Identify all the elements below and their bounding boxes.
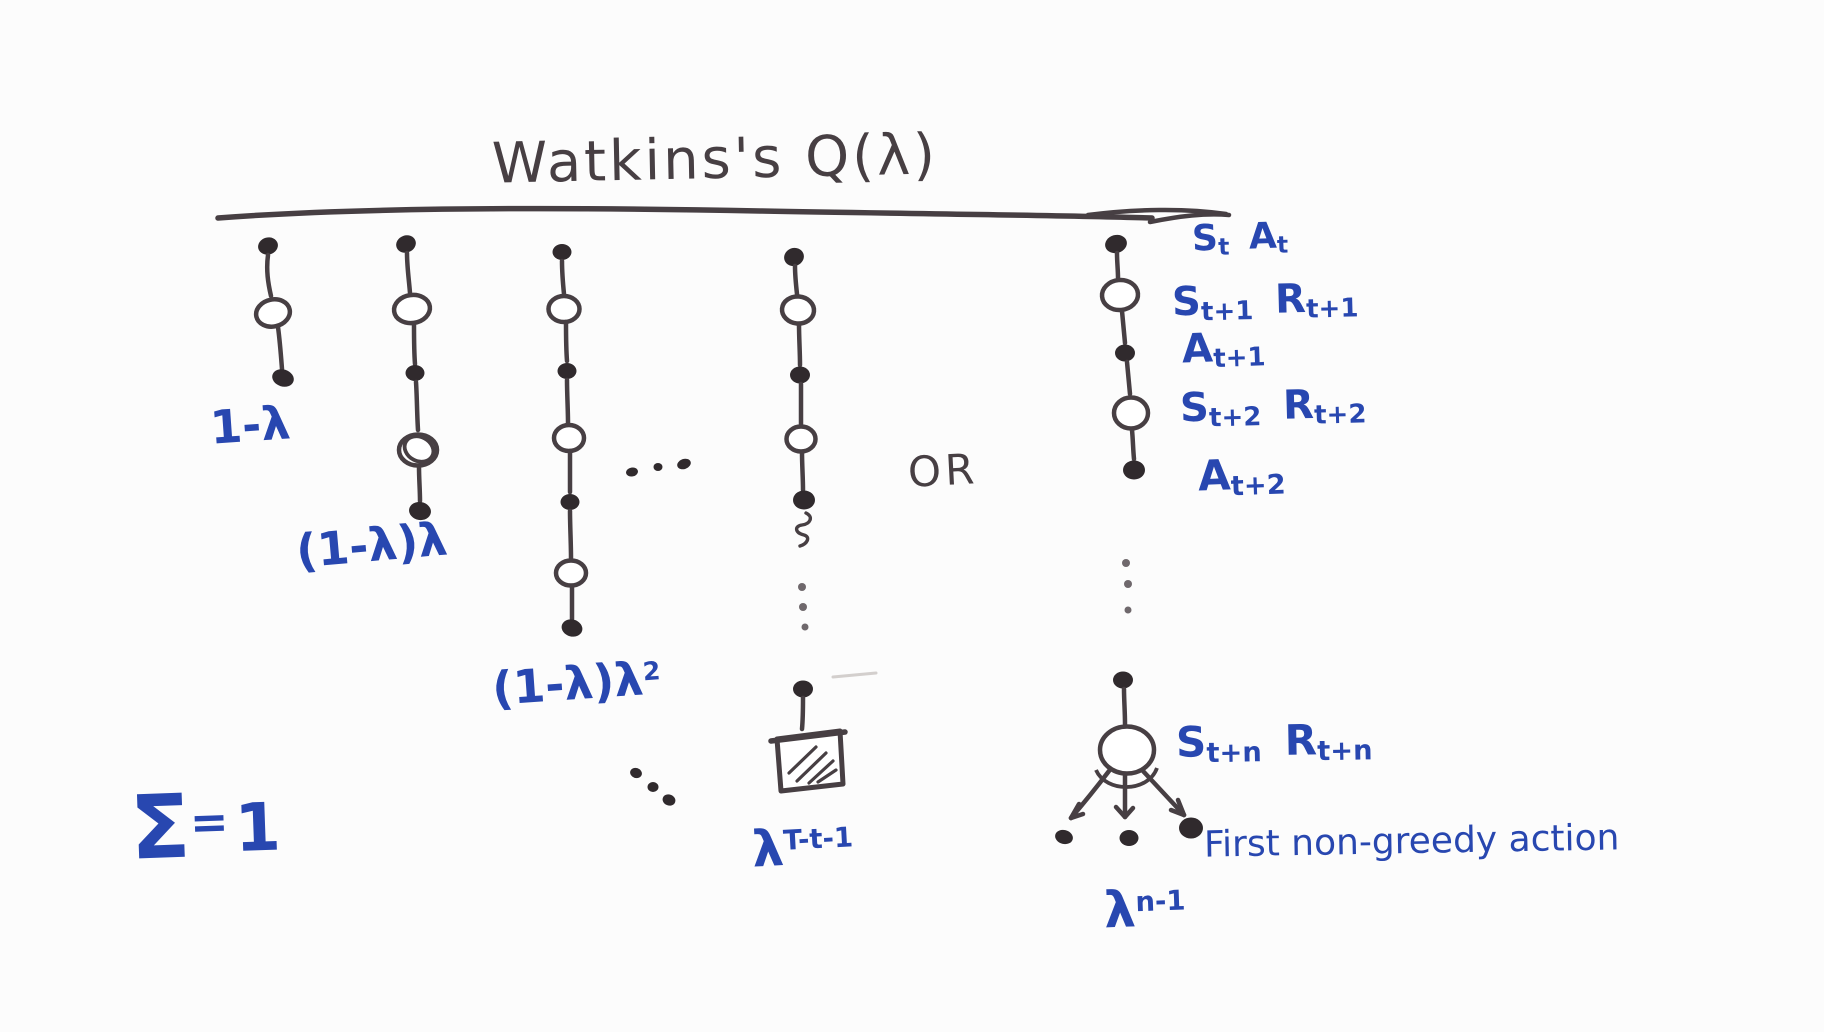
- terminal-state-square: [768, 728, 848, 794]
- reward-sub: t+n: [1316, 735, 1373, 768]
- label-weight-2: (1-λ)λ: [293, 511, 450, 579]
- action-sub: t+1: [1212, 342, 1267, 375]
- squiggle-mark: [794, 511, 813, 548]
- weight-5-base: λ: [1103, 880, 1137, 940]
- action-base: A: [1248, 215, 1278, 258]
- backup-chain-3: [546, 244, 589, 637]
- weight-3-exponent: 2: [641, 656, 662, 687]
- label-sum-equals-one: Σ=1: [128, 775, 283, 880]
- state-symbol: St: [1191, 217, 1230, 261]
- state-sub: t: [1217, 232, 1230, 261]
- weight-4-exponent: T-t-1: [782, 821, 854, 857]
- state-base: S: [1191, 217, 1219, 260]
- reward-symbol: Rt+2: [1282, 381, 1367, 431]
- ellipsis-diagonal-icon: [630, 767, 676, 806]
- reward-sub: t+1: [1305, 293, 1359, 325]
- label-first-non-greedy: First non-greedy action: [1203, 817, 1620, 866]
- state-base: S: [1175, 717, 1207, 767]
- sigma-symbol: Σ: [128, 774, 192, 880]
- label-weight-4: λT-t-1: [751, 819, 855, 879]
- action-base: A: [1181, 325, 1214, 373]
- action-sub: t: [1276, 230, 1289, 259]
- title-underline: [215, 205, 1232, 225]
- weight-5-exponent: n-1: [1134, 884, 1187, 919]
- state-base: S: [1179, 384, 1210, 432]
- reward-base: R: [1284, 715, 1318, 765]
- label-or: OR: [906, 444, 980, 497]
- action-base: A: [1197, 450, 1232, 501]
- weight-4-base: λ: [750, 819, 786, 879]
- action-symbol: At+1: [1181, 324, 1267, 375]
- action-sub: t+2: [1230, 469, 1287, 503]
- backup-chain-2: [391, 235, 440, 521]
- reward-sub: t+2: [1313, 399, 1367, 431]
- state-sub: t+1: [1200, 296, 1254, 328]
- reward-symbol: Rt+n: [1284, 714, 1373, 768]
- state-sub: t+n: [1206, 737, 1263, 770]
- state-symbol: St+n: [1175, 716, 1263, 770]
- backup-chain-5: [1055, 234, 1203, 846]
- state-sub: t+2: [1208, 402, 1262, 434]
- label-weight-5: λn-1: [1103, 880, 1187, 940]
- label-action-t1: At+1: [1181, 324, 1267, 375]
- ellipsis-horizontal-icon: [626, 458, 691, 477]
- action-symbol: At+2: [1197, 448, 1287, 503]
- page-title: Watkins's Q(λ): [491, 122, 939, 197]
- state-symbol: St+2: [1179, 383, 1262, 434]
- state-base: S: [1171, 278, 1202, 326]
- label-weight-1: 1-λ: [208, 395, 293, 455]
- action-symbol: At: [1248, 215, 1289, 259]
- label-weight-3: (1-λ)λ2: [490, 651, 663, 716]
- backup-chain-1: [253, 237, 294, 387]
- reward-symbol: Rt+1: [1274, 275, 1359, 325]
- reward-base: R: [1274, 275, 1307, 323]
- action-arrows: [1055, 768, 1203, 846]
- backup-chain-4: [768, 247, 878, 794]
- state-symbol: St+1: [1171, 277, 1254, 328]
- label-action-t2: At+2: [1197, 450, 1286, 502]
- reward-base: R: [1282, 381, 1315, 429]
- sum-value: 1: [233, 788, 283, 867]
- equals-sign: =: [189, 793, 236, 850]
- faint-smudge: [831, 671, 878, 679]
- weight-3-base: (1-λ)λ: [490, 651, 646, 716]
